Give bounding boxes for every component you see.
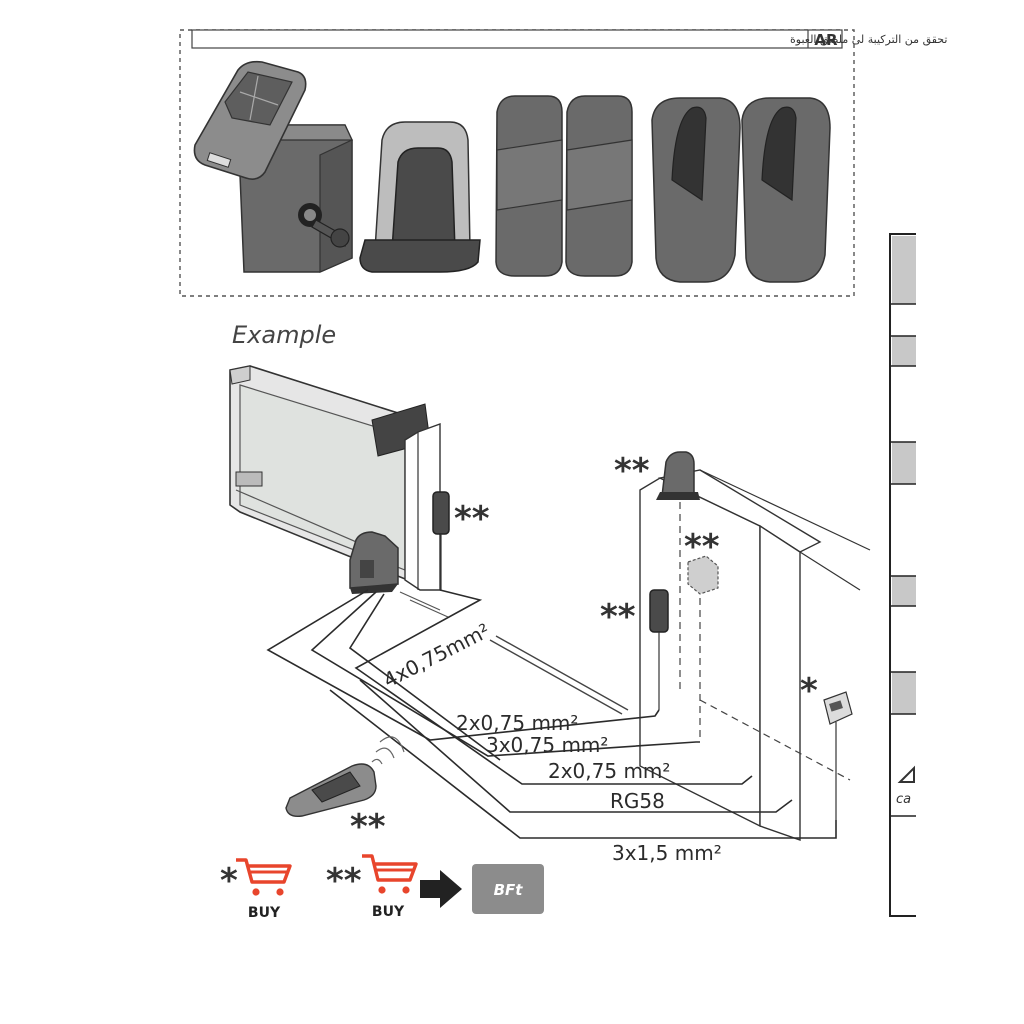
cut-text: ca <box>896 792 911 807</box>
marker-wall-photocell: ** <box>600 597 636 637</box>
buy-double-label: BUY <box>372 904 405 920</box>
cable-label-power: 3x1,5 mm² <box>612 841 722 865</box>
route-photocell <box>266 589 660 741</box>
arabic-instruction: تحقق من التركيبة لى ملصق العبوة <box>790 33 947 47</box>
gate-post-photocell <box>432 491 450 590</box>
route-junction <box>310 591 700 757</box>
remote-control-small <box>285 736 405 818</box>
brand-logo-link[interactable]: BFt <box>472 864 544 914</box>
product-box: تحقق من التركيبة لى ملصق العبوة AR <box>179 29 947 297</box>
photocells-pair <box>495 95 633 277</box>
cable-label-photocell: 2x0,75 mm² <box>456 711 578 735</box>
cable-label-junction: 3x0,75 mm² <box>486 733 608 757</box>
example-label: Example <box>232 321 336 349</box>
cable-label-antenna: RG58 <box>610 789 665 813</box>
buy-double-marker: ** <box>326 861 362 901</box>
sliding-gate <box>229 365 441 591</box>
buy-double-link[interactable]: ** BUY <box>326 854 418 920</box>
remote-control-large <box>193 60 307 180</box>
buy-single-marker: * <box>220 861 238 901</box>
route-power <box>329 689 837 839</box>
flashing-light <box>359 121 481 273</box>
wall-photocell <box>649 589 669 710</box>
shopping-cart-icon <box>362 854 418 894</box>
route-flashing <box>354 589 753 785</box>
marker-junction-box: ** <box>684 527 720 567</box>
column-photocells-pair <box>651 97 831 283</box>
wall-flashing-light <box>656 451 700 500</box>
cable-routes <box>266 589 837 839</box>
wall-key-switch <box>823 691 853 820</box>
brand-logo-background <box>472 864 544 914</box>
side-table-panel: ca <box>889 230 1024 930</box>
cable-label-motor: 4x0,75mm² <box>379 618 493 692</box>
route-antenna <box>359 679 793 813</box>
arrow-right-icon <box>420 870 462 908</box>
gate-operator-motor <box>349 531 399 594</box>
brand-logo: BFt <box>494 881 524 899</box>
signal-waves-icon <box>371 758 383 765</box>
buy-single-link[interactable]: * BUY <box>220 858 292 921</box>
shopping-cart-icon <box>236 858 292 896</box>
cable-label-flashing: 2x0,75 mm² <box>548 759 670 783</box>
buy-single-label: BUY <box>248 905 281 921</box>
warning-triangle-icon <box>897 765 915 783</box>
right-wall <box>639 469 871 841</box>
junction-box <box>687 555 719 595</box>
ground-rail <box>489 635 629 715</box>
marker-gate-photocell: ** <box>454 499 490 539</box>
marker-flashing-light: ** <box>614 451 650 491</box>
marker-remote: ** <box>350 807 386 847</box>
gate-rack <box>235 471 263 487</box>
language-code: AR <box>814 31 838 49</box>
language-row <box>191 29 843 49</box>
marker-key-switch: * <box>800 671 818 711</box>
